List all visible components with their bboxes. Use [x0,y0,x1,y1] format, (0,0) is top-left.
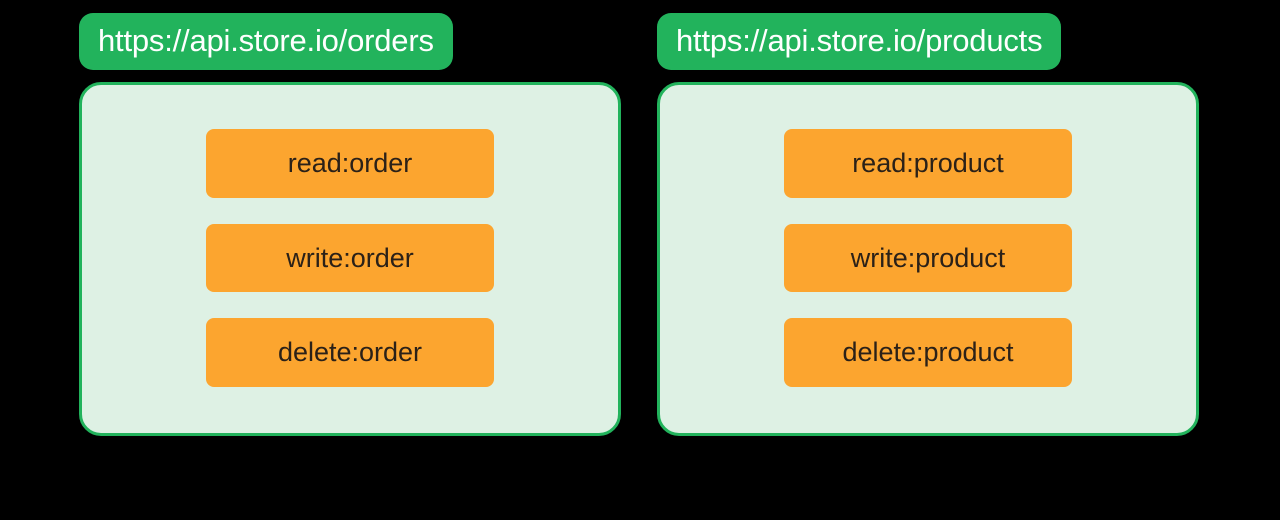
api-group-orders: https://api.store.io/orders read:order w… [79,13,621,436]
scope-chip-read-product[interactable]: read:product [784,129,1072,198]
api-group-products: https://api.store.io/products read:produ… [657,13,1199,436]
endpoint-label-orders[interactable]: https://api.store.io/orders [79,13,453,70]
scope-chip-write-product[interactable]: write:product [784,223,1072,293]
scope-chip-write-order[interactable]: write:order [206,223,494,293]
scope-panel-orders: read:order write:order delete:order [79,82,621,436]
scope-chip-delete-product[interactable]: delete:product [784,318,1072,388]
scope-chip-read-order[interactable]: read:order [206,129,494,198]
scope-chip-delete-order[interactable]: delete:order [206,318,494,388]
endpoint-label-products[interactable]: https://api.store.io/products [657,13,1062,70]
scope-panel-products: read:product write:product delete:produc… [657,82,1199,436]
